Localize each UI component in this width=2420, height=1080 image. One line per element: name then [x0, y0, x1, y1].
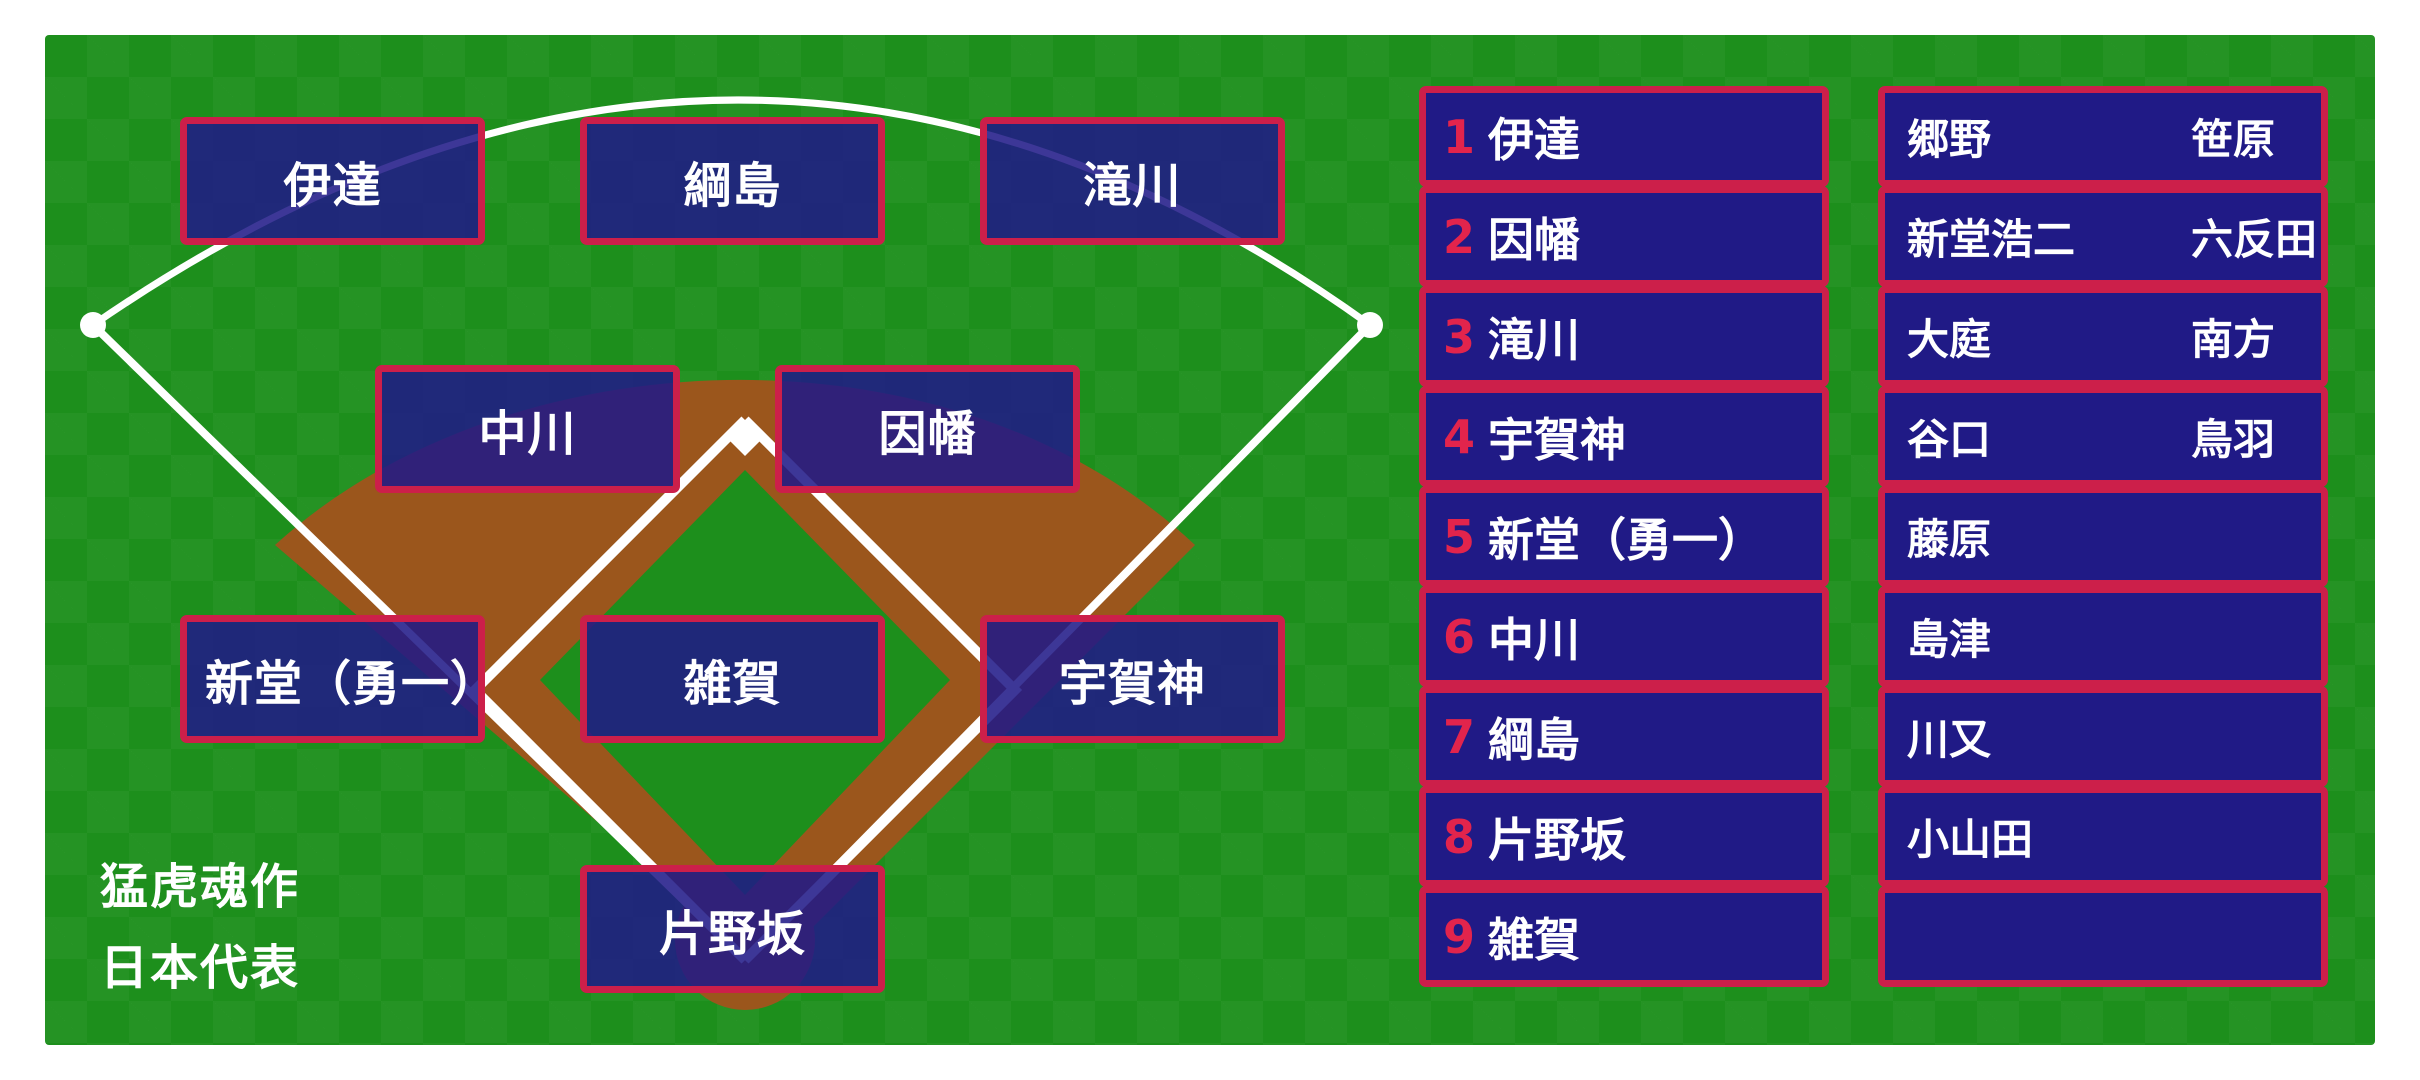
batting-order-row-4[interactable]: 4 宇賀神 [1419, 386, 1829, 487]
batting-order-number: 6 [1442, 609, 1475, 664]
bench-player-name: 郷野 [1907, 115, 1992, 164]
batting-order-name: 新堂（勇一） [1488, 512, 1764, 567]
batting-order-number: 7 [1442, 709, 1475, 764]
batting-order-number: 8 [1442, 809, 1475, 864]
position-left-field-name: 伊達 [283, 158, 382, 214]
bench-row[interactable]: 小山田 [1878, 786, 2328, 887]
bench-player-name: 藤原 [1907, 515, 1992, 564]
foul-pole-right [1357, 312, 1383, 338]
batting-order-name: 片野坂 [1488, 812, 1626, 867]
batting-order-name: 中川 [1488, 612, 1580, 667]
team-name-line1: 猛虎魂作 [100, 859, 301, 915]
bench-player-name: 南方 [2191, 315, 2276, 364]
position-third-base-name: 新堂（勇一） [205, 656, 500, 712]
batting-order-name: 綱島 [1488, 712, 1580, 767]
bench-player-name: 谷口 [1907, 415, 1992, 464]
position-right-field-name: 滝川 [1083, 158, 1182, 214]
position-shortstop[interactable]: 中川 [375, 365, 680, 493]
team-name-line2: 日本代表 [100, 940, 301, 996]
batting-order-row-1[interactable]: 1 伊達 [1419, 86, 1829, 187]
bench-row[interactable]: 島津 [1878, 586, 2328, 687]
position-center-field-name: 綱島 [683, 158, 782, 214]
position-second-base[interactable]: 因幡 [775, 365, 1080, 493]
bench-player-name: 笹原 [2191, 115, 2276, 164]
batting-order-name: 宇賀神 [1488, 412, 1626, 467]
bench-row[interactable]: 藤原 [1878, 486, 2328, 587]
bench-row[interactable]: 谷口 鳥羽 [1878, 386, 2328, 487]
position-first-base-name: 宇賀神 [1058, 656, 1206, 712]
bench-player-name: 大庭 [1907, 315, 1992, 364]
batting-order-row-7[interactable]: 7 綱島 [1419, 686, 1829, 787]
bench-row-empty[interactable] [1878, 886, 2328, 987]
bench-player-name: 島津 [1907, 615, 1992, 664]
position-first-base[interactable]: 宇賀神 [980, 615, 1285, 743]
batting-order-row-9[interactable]: 9 雑賀 [1419, 886, 1829, 987]
foul-pole-left [80, 312, 106, 338]
position-pitcher[interactable]: 雑賀 [580, 615, 885, 743]
bench-player-name: 鳥羽 [2191, 415, 2276, 464]
position-pitcher-name: 雑賀 [683, 656, 782, 712]
bench-row[interactable]: 郷野 笹原 [1878, 86, 2328, 187]
position-right-field[interactable]: 滝川 [980, 117, 1285, 245]
batting-order-number: 5 [1442, 509, 1475, 564]
batting-order-row-3[interactable]: 3 滝川 [1419, 286, 1829, 387]
position-shortstop-name: 中川 [478, 406, 577, 462]
bench-row[interactable]: 大庭 南方 [1878, 286, 2328, 387]
position-catcher[interactable]: 片野坂 [580, 865, 885, 993]
batting-order-row-5[interactable]: 5 新堂（勇一） [1419, 486, 1829, 587]
second-base [727, 420, 763, 456]
position-left-field[interactable]: 伊達 [180, 117, 485, 245]
bench-player-name: 六反田 [2191, 215, 2318, 264]
batting-order-row-2[interactable]: 2 因幡 [1419, 186, 1829, 287]
bench-row[interactable]: 新堂浩二 六反田 [1878, 186, 2328, 287]
batting-order-name: 因幡 [1488, 212, 1580, 267]
bench-player-name: 新堂浩二 [1907, 215, 2076, 264]
position-center-field[interactable]: 綱島 [580, 117, 885, 245]
batting-order-number: 1 [1442, 109, 1475, 164]
bench-player-name: 川又 [1907, 715, 1992, 764]
batting-order-number: 2 [1442, 209, 1475, 264]
batting-order-name: 滝川 [1488, 312, 1580, 367]
bench-player-name: 小山田 [1907, 815, 2034, 864]
baseball-field: 伊達 綱島 滝川 中川 因幡 新堂（勇一） 雑賀 宇賀神 片野坂 猛虎魂作 日本… [45, 35, 2375, 1045]
position-catcher-name: 片野坂 [658, 906, 806, 962]
position-third-base[interactable]: 新堂（勇一） [180, 615, 500, 743]
batting-order-row-6[interactable]: 6 中川 [1419, 586, 1829, 687]
batting-order-number: 4 [1442, 409, 1475, 464]
batting-order-number: 3 [1442, 309, 1475, 364]
batting-order-name: 伊達 [1488, 112, 1580, 167]
bench-row[interactable]: 川又 [1878, 686, 2328, 787]
batting-order-name: 雑賀 [1488, 912, 1580, 967]
position-second-base-name: 因幡 [878, 406, 977, 462]
batting-order-row-8[interactable]: 8 片野坂 [1419, 786, 1829, 887]
batting-order-number: 9 [1442, 909, 1475, 964]
